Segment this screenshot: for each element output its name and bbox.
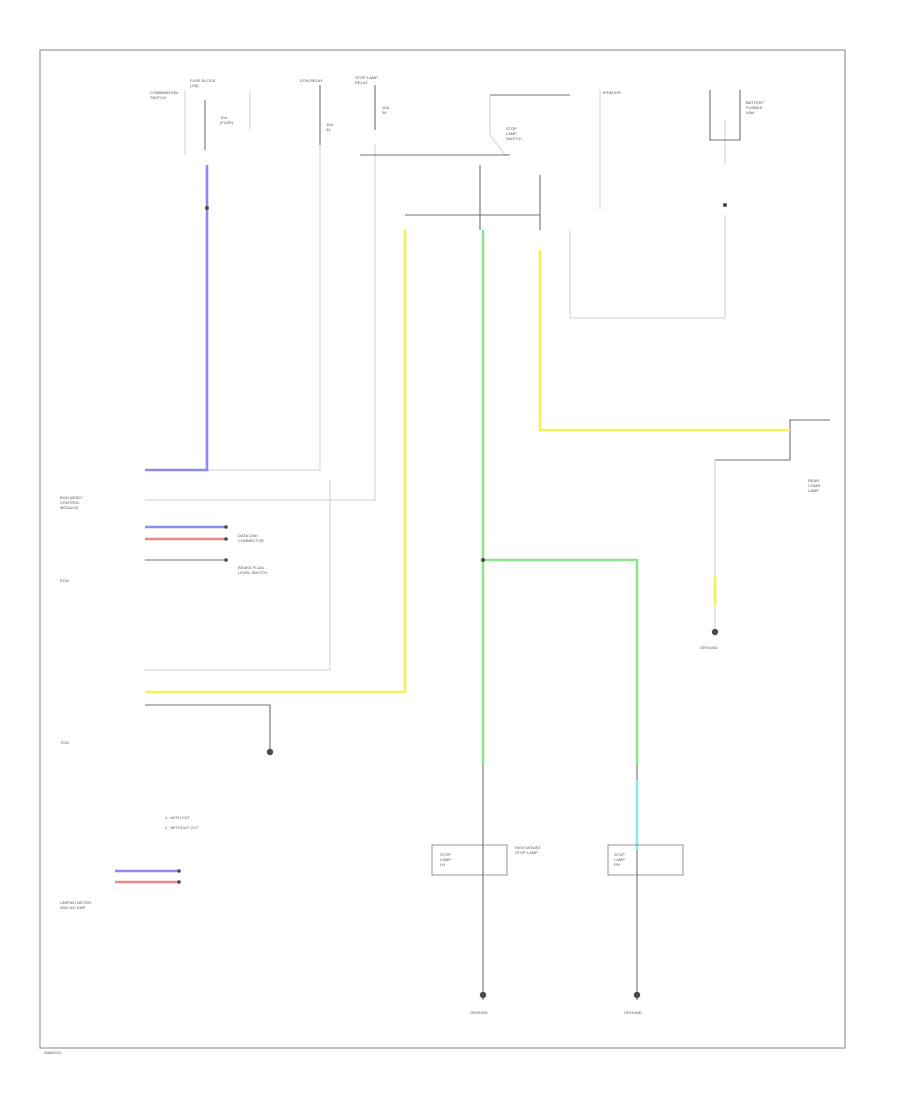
label-fuse-15a: 15A 34 bbox=[326, 122, 334, 132]
label-ecm-left: ECM bbox=[60, 578, 69, 583]
label-stop-lamp-relay: STOP LAMP RELAY bbox=[355, 75, 378, 85]
label-ground-rh: GROUND bbox=[624, 1010, 642, 1015]
label-high-mount: HIGH MOUNT STOP LAMP bbox=[515, 845, 541, 855]
label-fuse-block: FUSE BLOCK (J/B) bbox=[190, 78, 216, 88]
label-ground-lh: GROUND bbox=[470, 1010, 488, 1015]
label-fuse-10a: 10A 36 bbox=[382, 105, 390, 115]
component-boxes bbox=[431, 844, 684, 876]
diagram-border bbox=[39, 49, 846, 1049]
black-wires bbox=[145, 85, 830, 1000]
yellow-wire-main bbox=[145, 230, 407, 694]
label-brake-fluid: BRAKE FLUID LEVEL SWITCH bbox=[238, 565, 268, 575]
label-bcm-upper: BCM (BODY CONTROL MODULE) bbox=[60, 495, 83, 510]
colored-wires bbox=[115, 165, 790, 884]
label-brake-switch: STOP LAMP SWITCH bbox=[506, 126, 522, 141]
label-data-link: DATA LINK CONNECTOR bbox=[238, 533, 264, 543]
label-note1: 1 : WITH CVT bbox=[165, 815, 190, 820]
label-stop-lamp-rh: STOP LAMP RH bbox=[614, 852, 625, 867]
label-rear-combination: REAR COMB. LAMP bbox=[808, 478, 822, 493]
blue-wire bbox=[145, 165, 209, 472]
connector-dots bbox=[177, 203, 727, 999]
label-ground-right: GROUND bbox=[700, 645, 718, 650]
label-unified-meter: UNIFIED METER AND A/C AMP bbox=[60, 900, 92, 910]
label-transmission: TCM bbox=[60, 740, 69, 745]
label-stop-lamp-lh: STOP LAMP LH bbox=[440, 852, 451, 867]
label-footer-code: WA82012 bbox=[44, 1050, 62, 1055]
label-fuse-text1: 10A (FUSE) bbox=[220, 115, 234, 125]
label-combination-switch: COMBINATION SWITCH bbox=[150, 90, 178, 100]
label-battery-fusible: BATTERY FUSIBLE LINK bbox=[746, 100, 765, 115]
label-note2: 2 : WITHOUT CVT bbox=[165, 825, 199, 830]
label-ecm-relay: ECM RELAY bbox=[300, 78, 323, 83]
green-wire-branch bbox=[483, 558, 639, 765]
label-ipdm: IPDM E/R bbox=[603, 90, 621, 95]
yellow-wire-right bbox=[538, 250, 790, 432]
